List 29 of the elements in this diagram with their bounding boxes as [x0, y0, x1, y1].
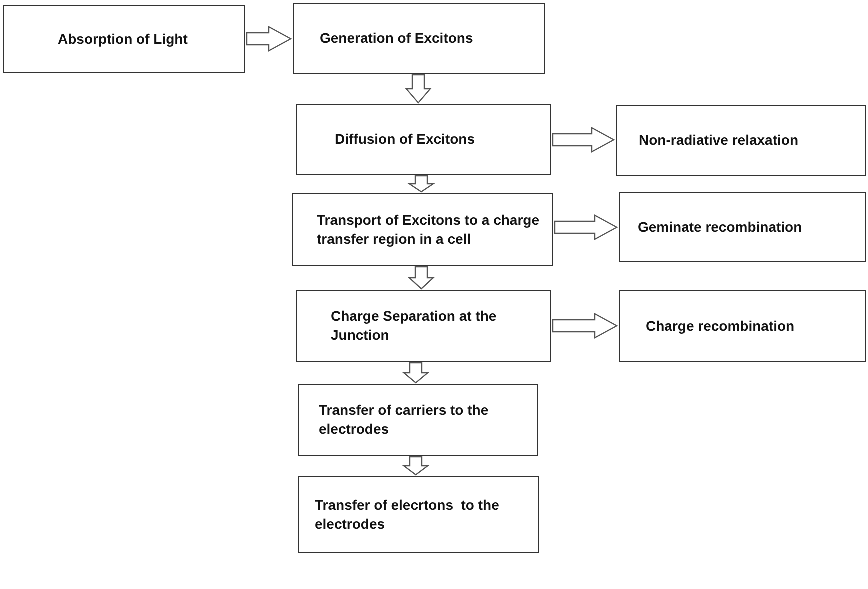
block-arrow: [552, 312, 618, 340]
block-arrow: [554, 214, 618, 241]
process-box: [296, 104, 551, 175]
block-arrow: [405, 74, 432, 104]
process-box: [298, 384, 538, 456]
process-box: [616, 105, 866, 176]
box-label: Charge Separation at the Junction: [331, 307, 498, 345]
box-label: Absorption of Light: [58, 30, 188, 48]
process-box: [296, 290, 551, 362]
box-label: Geminate recombination: [638, 218, 802, 236]
block-arrow: [552, 126, 616, 154]
box-label: Transfer of elecrtons to the electrodes: [315, 496, 500, 534]
process-box: [3, 5, 245, 73]
box-label: Charge recombination: [646, 316, 795, 336]
process-box: [619, 192, 866, 262]
block-arrow: [402, 362, 430, 384]
block-arrow: [246, 26, 292, 52]
block-arrow: [402, 456, 430, 476]
box-label: Generation of Excitons: [320, 29, 474, 48]
block-arrow: [408, 175, 436, 193]
process-box: [292, 193, 553, 266]
box-label: Non-radiative relaxation: [639, 131, 798, 150]
box-label: Transfer of carriers to the electrodes: [319, 401, 490, 439]
process-box: [619, 290, 866, 362]
process-box: [293, 3, 545, 74]
box-label: Diffusion of Excitons: [335, 130, 475, 149]
block-arrow: [408, 266, 436, 290]
box-label: Transport of Excitons to a charge transfer region in a cell: [317, 210, 540, 248]
process-box: [298, 476, 539, 553]
